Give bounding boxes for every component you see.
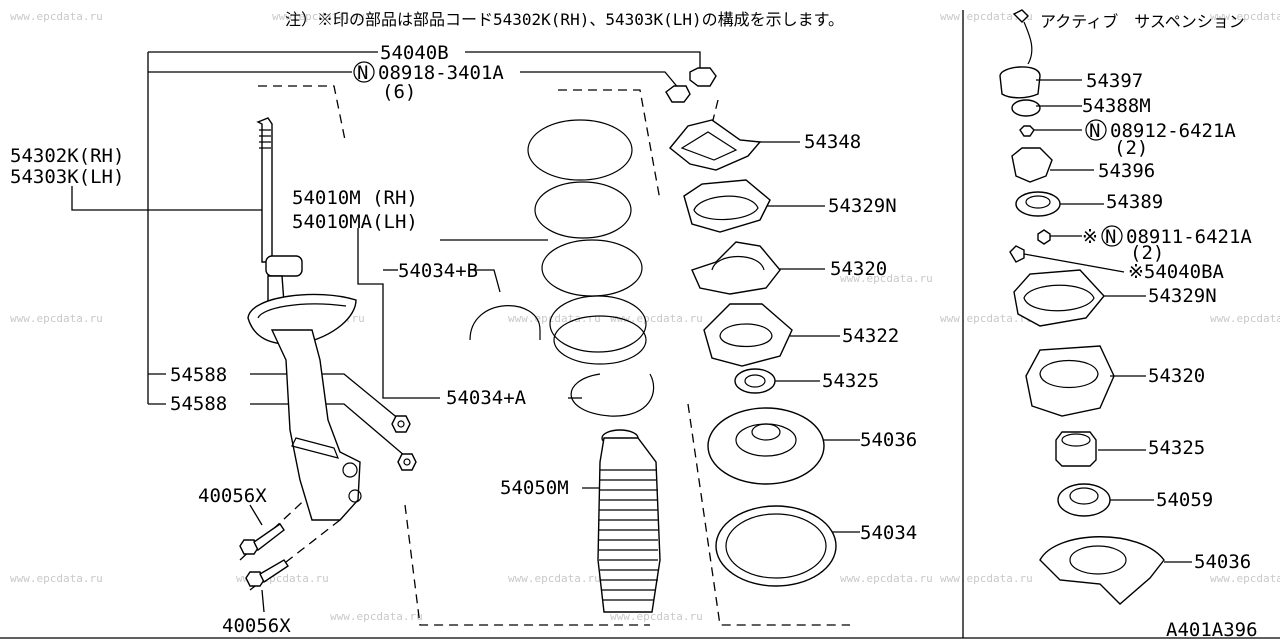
watermark: www.epcdata.ru	[10, 312, 103, 325]
part-qty-08918-3401A: (6)	[382, 81, 416, 103]
watermark: www.epcdata.ru	[610, 610, 703, 623]
n-marker-circle	[1085, 119, 1107, 141]
leader-lines-right	[1023, 79, 1192, 563]
part-label-54329N: 54329N	[1148, 285, 1217, 307]
watermark: www.epcdata.ru	[330, 610, 423, 623]
bump-boot-54050M	[597, 429, 661, 613]
active-suspension-header: アクティブ サスペンション	[1040, 12, 1245, 31]
part-label-54040BA: ※54040BA	[1128, 261, 1225, 283]
part-label-54397: 54397	[1086, 70, 1143, 92]
watermark: www.epcdata.ru	[840, 272, 933, 285]
watermark: www.epcdata.ru	[940, 572, 1033, 585]
watermark: www.epcdata.ru	[10, 10, 103, 23]
part-label-54036: 54036	[860, 429, 917, 451]
part-label-40056X: 40056X	[198, 485, 267, 507]
part-label-54588: 54588	[170, 393, 227, 415]
part-label-54389: 54389	[1106, 191, 1163, 213]
part-label-54010MA: 54010MA(LH)	[292, 211, 418, 233]
part-label-54302K: 54302K(RH)	[10, 145, 124, 167]
bolt-40056X	[239, 523, 289, 587]
n-marker-circle	[353, 61, 375, 83]
part-label-54040B: 54040B	[380, 42, 449, 64]
part-label-54034A: 54034+A	[446, 387, 527, 409]
n-marker: N	[1105, 226, 1116, 248]
part-label-54322: 54322	[842, 325, 899, 347]
part-label-54325: 54325	[1148, 437, 1205, 459]
part-qty-08911-6421A: (2)	[1130, 242, 1164, 264]
part-label-54320: 54320	[1148, 365, 1205, 387]
part-qty-08912-6421A: (2)	[1114, 137, 1148, 159]
part-label-54303K: 54303K(LH)	[10, 166, 124, 188]
part-label-54034B: 54034+B	[398, 260, 478, 282]
part-label-54010M: 54010M (RH)	[292, 187, 418, 209]
part-label-54325: 54325	[822, 370, 879, 392]
watermark: www.epcdata.ru	[10, 572, 103, 585]
part-label-54396: 54396	[1098, 160, 1155, 182]
strut-assembly	[247, 117, 362, 521]
nut-54588	[391, 415, 417, 471]
part-label-54588: 54588	[170, 364, 227, 386]
watermark: www.epcdata.ru	[1210, 312, 1280, 325]
leader-lines-left	[71, 51, 860, 613]
watermark: www.epcdata.ru	[508, 312, 601, 325]
part-label-54059: 54059	[1156, 489, 1213, 511]
part-label-08912-6421A: 08912-6421A	[1110, 120, 1236, 142]
watermark: www.epcdata.ru	[1210, 10, 1280, 23]
part-label-54388M: 54388M	[1082, 95, 1151, 117]
active-suspension-label: アクティブ サスペンション	[1040, 12, 1245, 31]
coil-spring	[527, 119, 647, 365]
watermark: www.epcdata.ru	[840, 572, 933, 585]
active-suspension-parts	[999, 9, 1165, 605]
watermark: www.epcdata.ru	[610, 312, 703, 325]
n-marker-circle	[1101, 225, 1123, 247]
part-label-54034: 54034	[860, 522, 917, 544]
diagram-code: A401A396	[1166, 619, 1258, 640]
part-label-54036: 54036	[1194, 551, 1251, 573]
part-label-54050M: 54050M	[500, 477, 569, 499]
n-marker: N	[1089, 120, 1100, 142]
header-note: 注）※印の部品は部品コード54302K(RH)、54303K(LH)の構成を示し…	[285, 10, 844, 29]
part-label-54320: 54320	[830, 258, 887, 280]
watermark: www.epcdata.ru	[508, 572, 601, 585]
top-mount-stack	[665, 67, 837, 587]
part-label-08911-6421A: 08911-6421A	[1126, 226, 1252, 248]
watermark-layer: www.epcdata.ru www.epcdata.ru www.epcdat…	[10, 10, 1280, 623]
part-label-54329N: 54329N	[828, 195, 897, 217]
kome-marker: ※	[1082, 226, 1098, 248]
watermark: www.epcdata.ru	[1210, 572, 1280, 585]
part-label-40056X: 40056X	[222, 615, 291, 637]
n-marker: N	[357, 62, 368, 84]
part-label-54348: 54348	[804, 131, 861, 153]
part-label-08918-3401A: 08918-3401A	[378, 62, 504, 84]
watermark: www.epcdata.ru	[272, 10, 365, 23]
spring-insulator-54034	[469, 305, 655, 417]
